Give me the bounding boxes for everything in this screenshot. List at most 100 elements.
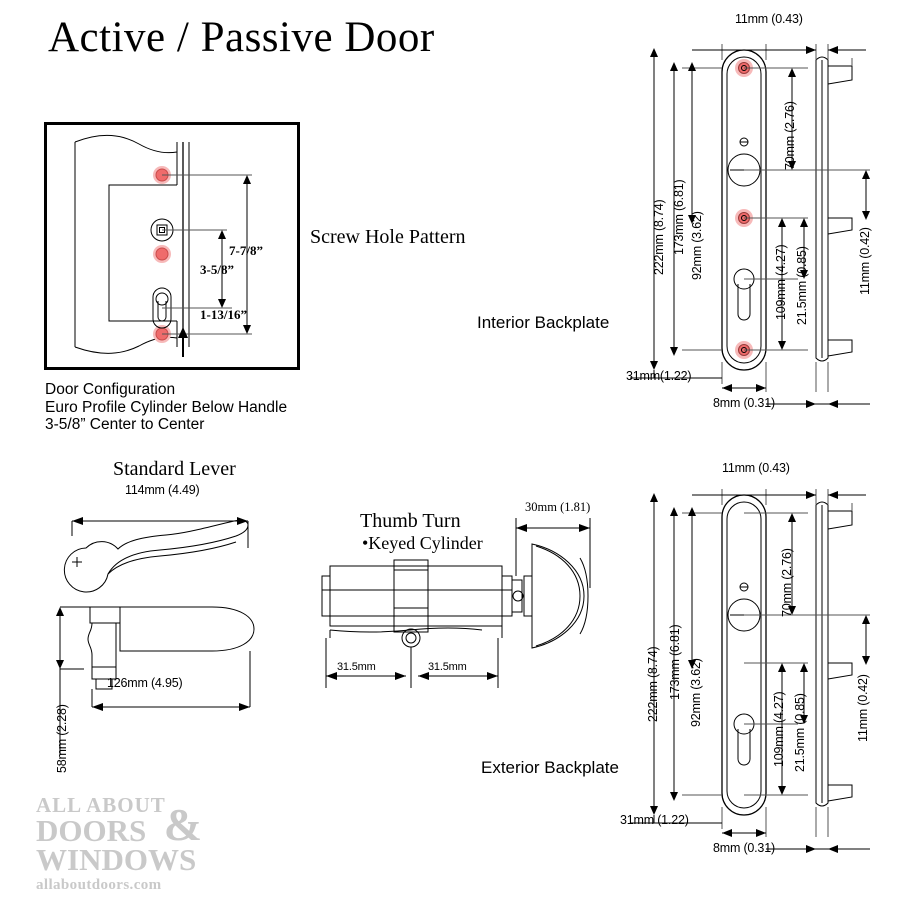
interior-dimension-handle-to-cylinder: 109mm (4.27) [774,244,788,320]
dimension-label-center-to-center: 3-5/8” [200,262,234,277]
thumb-turn-knob [511,543,589,649]
witness-lines [682,44,870,392]
interior-backplate-caption: Interior Backplate [477,313,610,332]
exterior-dimension-thickness: 8mm (0.31) [713,841,775,855]
dimension-turn-width [515,518,591,588]
cylinder-body [321,565,513,638]
euro-keyhole [733,268,755,321]
dimension-tab-depth [862,170,870,220]
lever-shape [63,519,249,593]
thumb-turn-caption-line2: •Keyed Cylinder [362,533,483,553]
dimension-thickness [722,384,870,408]
dimension-handle-to-cylinder [778,663,786,795]
interior-dimension-handle-to-top: 70mm (2.76) [783,101,797,170]
interior-dimension-bottom-offset: 31mm(1.22) [626,369,692,383]
backplate-body [721,49,767,371]
interior-dimension-overall-height: 222mm (8.74) [652,199,666,275]
screw-hole-pattern-drawing [74,134,252,357]
dimension-handle-to-top [788,68,796,170]
page-title: Active / Passive Door [48,14,435,61]
dimension-width-top [692,491,866,499]
exterior-dimension-offset: 21.5mm (0.85) [793,693,807,772]
exterior-dimension-overall-height: 222mm (8.74) [646,646,660,722]
dimension-tab-depth [862,615,870,665]
exterior-backplate-drawing [630,463,900,853]
screw-hole-pattern-caption: Screw Hole Pattern [310,226,466,248]
cylinder-drawing [312,498,602,698]
lever-top-view-drawing [50,488,310,598]
interior-dimension-upper-span: 92mm (3.62) [690,211,704,280]
lever-dimension-length: 114mm (4.49) [125,483,200,497]
lever-dimension-side-height: 58mm (2.28) [55,704,69,773]
lever-side-view-drawing [50,595,310,765]
watermark-logo: ALL ABOUT DOORS & WINDOWS allaboutdoors.… [36,795,202,895]
interior-backplate-drawing [630,18,900,408]
exterior-dimension-upper-span: 92mm (3.62) [689,658,703,727]
door-config-note-1: Door Configuration [45,381,176,398]
screw-hole-middle [153,245,171,263]
exterior-dimension-screw-span: 173mm (6.81) [668,624,682,700]
dimension-label-cylinder-bottom: 1-13/16” [200,307,247,322]
dimension-left-half [325,638,406,688]
exterior-dimension-bottom-offset: 31mm (1.22) [620,813,689,827]
logo-ampersand: & [163,799,203,850]
dimension-label-overall: 7-7/8” [229,243,263,258]
door-config-note-3: 3-5/8” Center to Center [45,416,205,433]
dimension-handle-to-top [788,513,796,615]
door-config-note-2: Euro Profile Cylinder Below Handle [45,398,288,416]
dimension-screw-span [670,62,678,356]
logo-line-1: ALL ABOUT [36,793,166,817]
dimension-offset [800,218,808,279]
dimension-right-half [418,638,499,688]
euro-cylinder-hole [152,287,172,329]
dimension-arrow-center-to-center [218,230,226,308]
dimension-upper-span [688,62,696,224]
set-screw-icon [739,582,749,592]
interior-dimension-screw-span: 173mm (6.81) [672,179,686,255]
door-configuration-notes: Door Configuration Euro Profile Cylinder… [45,381,287,434]
thumb-turn-caption-line1: Thumb Turn [360,510,461,532]
logo-line-4: allaboutdoors.com [36,877,162,893]
dimension-width-top [692,46,866,54]
cylinder-cam [393,559,429,633]
logo-line-2: DOORS [36,813,147,848]
interior-dimension-offset: 21.5mm (0.85) [795,246,809,325]
dimension-overall-height [650,48,658,370]
cylinder-dimension-right-half: 31.5mm [428,661,467,673]
interior-dimension-tab-depth: 11mm (0.42) [858,227,872,295]
exterior-dimension-width-top: 11mm (0.43) [722,461,790,475]
dimension-offset [800,663,808,724]
cylinder-dimension-turn-width: 30mm (1.81) [525,500,591,514]
logo-line-3: WINDOWS [36,842,197,877]
door-configuration-panel [44,122,300,370]
dimension-arrow-overall [243,175,251,334]
backplate-side-profile [815,501,853,807]
dimension-overall-height [650,493,658,815]
interior-dimension-thickness: 8mm (0.31) [713,396,775,410]
dimension-handle-to-cylinder [778,218,786,350]
witness-lines [682,489,870,837]
euro-keyhole [733,713,755,766]
dimension-arrow-bottom [178,327,188,357]
exterior-backplate-caption: Exterior Backplate [481,758,619,777]
dimension-lever-side-length [91,651,251,711]
dimension-thickness [722,829,870,853]
lever-dimension-side-length: 126mm (4.95) [107,676,183,690]
exterior-dimension-handle-to-cylinder: 109mm (4.27) [772,691,786,767]
lever-side-shape [87,606,255,690]
dimension-lever-side-height [56,606,90,755]
dimension-bottom-offset [630,370,722,379]
exterior-dimension-handle-to-top: 70mm (2.76) [780,548,794,617]
interior-dimension-width-top: 11mm (0.43) [735,12,803,26]
cylinder-fixing-hole [401,628,421,688]
backplate-body [721,494,767,816]
dimension-upper-span [688,507,696,669]
backplate-side-profile [815,56,853,362]
standard-lever-caption: Standard Lever [113,458,236,480]
dimension-lever-length [71,517,249,548]
dimension-bottom-offset [630,815,722,824]
cylinder-dimension-left-half: 31.5mm [337,661,376,673]
exterior-dimension-tab-depth: 11mm (0.42) [856,674,870,742]
dimension-screw-span [670,507,678,801]
set-screw-icon [739,137,749,147]
